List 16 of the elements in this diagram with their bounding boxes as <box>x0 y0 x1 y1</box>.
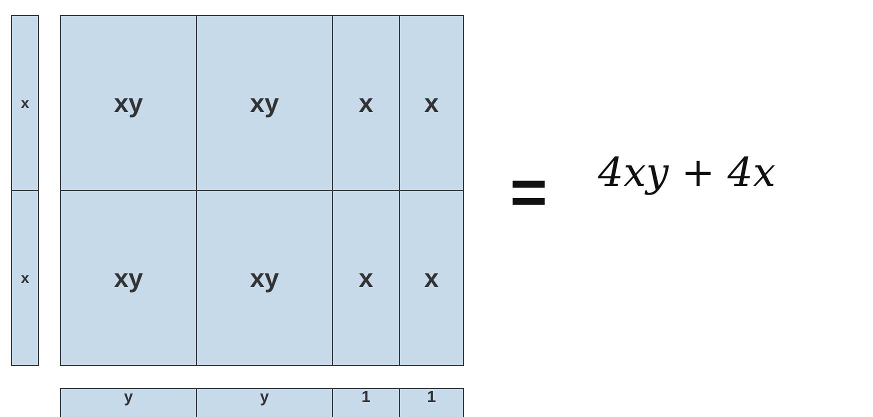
expression: 4xy + 4x <box>598 150 776 196</box>
tile: xy <box>60 15 197 191</box>
tile: 1 <box>332 388 400 417</box>
tile: y <box>60 388 197 417</box>
tile: x <box>399 15 464 191</box>
tile: x <box>399 190 464 366</box>
tile: xy <box>196 190 333 366</box>
tile: 1 <box>399 388 464 417</box>
tile: y <box>196 388 333 417</box>
equals-sign: = <box>510 160 548 224</box>
tile: xy <box>196 15 333 191</box>
tile: x <box>332 15 400 191</box>
tile: xy <box>60 190 197 366</box>
tile: x <box>11 15 39 191</box>
tile: x <box>332 190 400 366</box>
tile: x <box>11 190 39 366</box>
